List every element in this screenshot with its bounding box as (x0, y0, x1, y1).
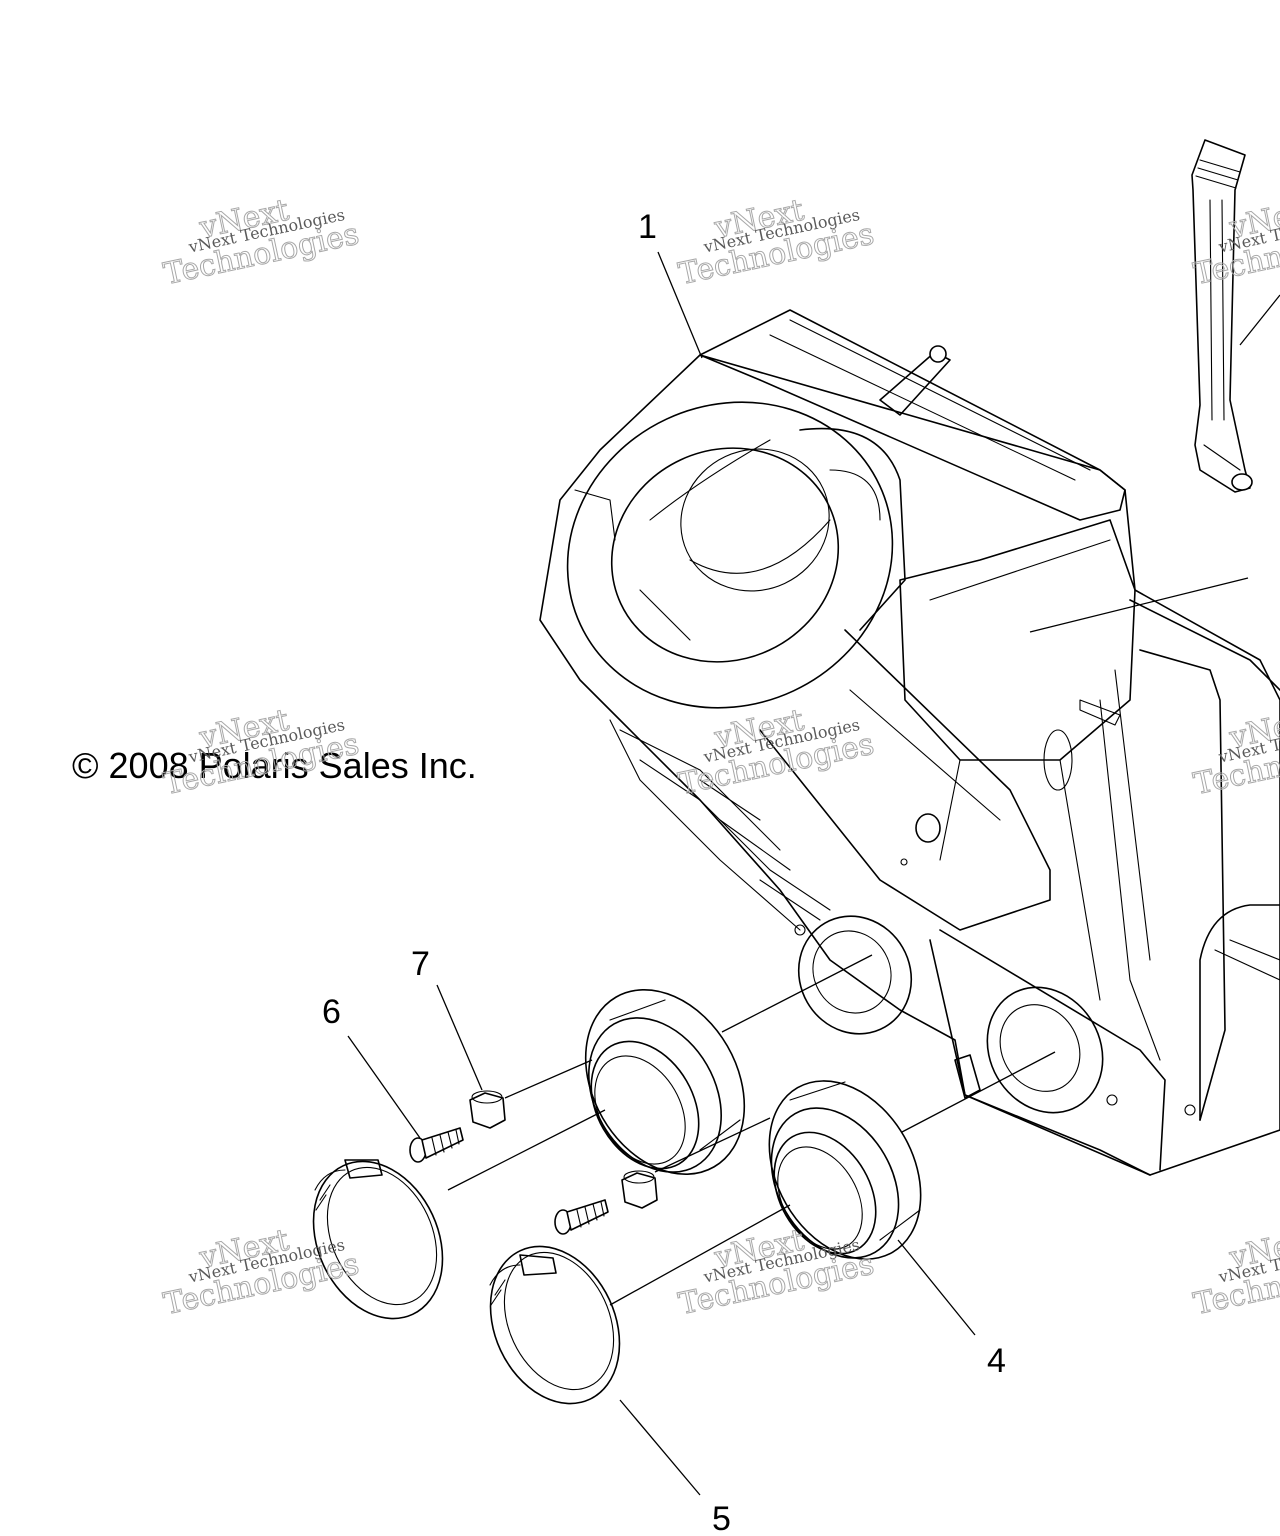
boot-rear (768, 1080, 922, 1260)
callout-5: 5 (712, 1500, 731, 1536)
callout-4: 4 (987, 1342, 1006, 1380)
watermark-1: vNext vNext Technologies Technologies (160, 192, 362, 292)
screw-parts (409, 1127, 609, 1235)
callout-7: 7 (411, 945, 430, 983)
hose-clamps (312, 1159, 621, 1405)
callout-1: 1 (638, 208, 657, 246)
spacer-parts (469, 1090, 658, 1209)
copyright-text: © 2008 Polaris Sales Inc. (72, 745, 477, 786)
leader-lines (347, 251, 1280, 1496)
boot-adapter-left (584, 989, 746, 1175)
strap-part (1191, 139, 1253, 493)
watermark-2: vNext vNext Technologies Technologies (675, 192, 877, 292)
callout-6: 6 (322, 993, 341, 1031)
watermark-9: vNext vNext Technologies Technologies (1190, 1222, 1280, 1322)
callouts: 1 7 6 4 5 (322, 208, 1006, 1536)
airbox-housing (539, 309, 1280, 1176)
